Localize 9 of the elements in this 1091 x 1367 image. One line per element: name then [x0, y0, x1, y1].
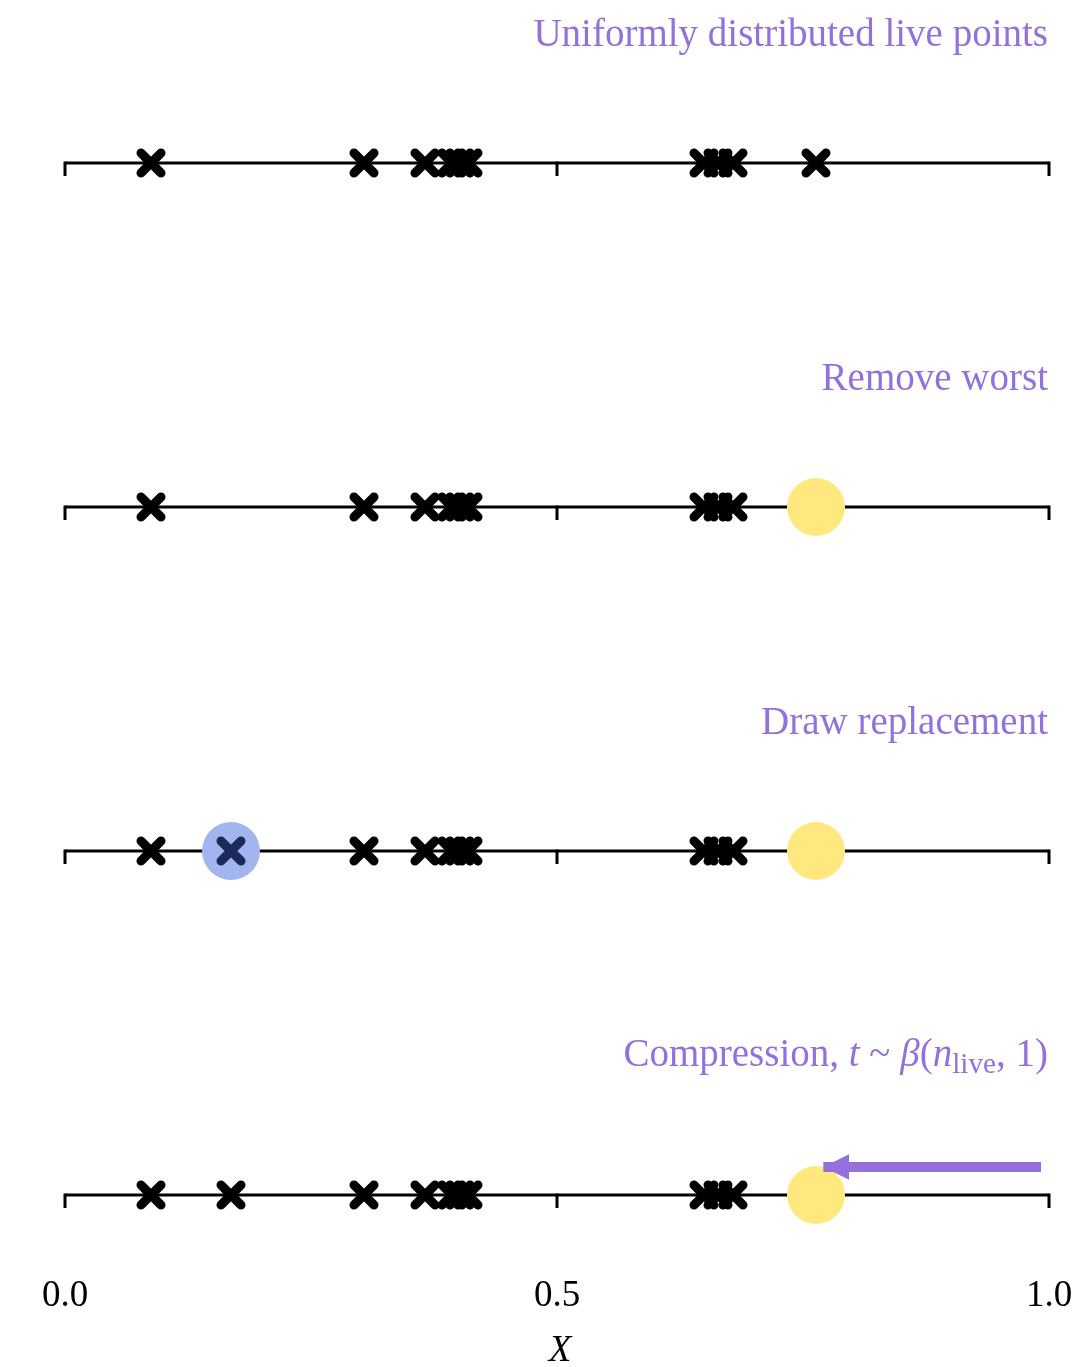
- tick-label: 0.0: [41, 1275, 89, 1312]
- tick-label: 1.0: [1025, 1275, 1073, 1312]
- step-title: Compression, t ~ β(n$_{live}$, 1): [623, 1030, 1048, 1077]
- arrow: [823, 1154, 1041, 1180]
- axis-label: X: [548, 1330, 572, 1367]
- step-title: Uniformly distributed live points: [533, 10, 1048, 57]
- tick-label: 0.5: [533, 1275, 581, 1312]
- step-title: Draw replacement: [761, 698, 1048, 745]
- step-title: Remove worst: [821, 354, 1048, 400]
